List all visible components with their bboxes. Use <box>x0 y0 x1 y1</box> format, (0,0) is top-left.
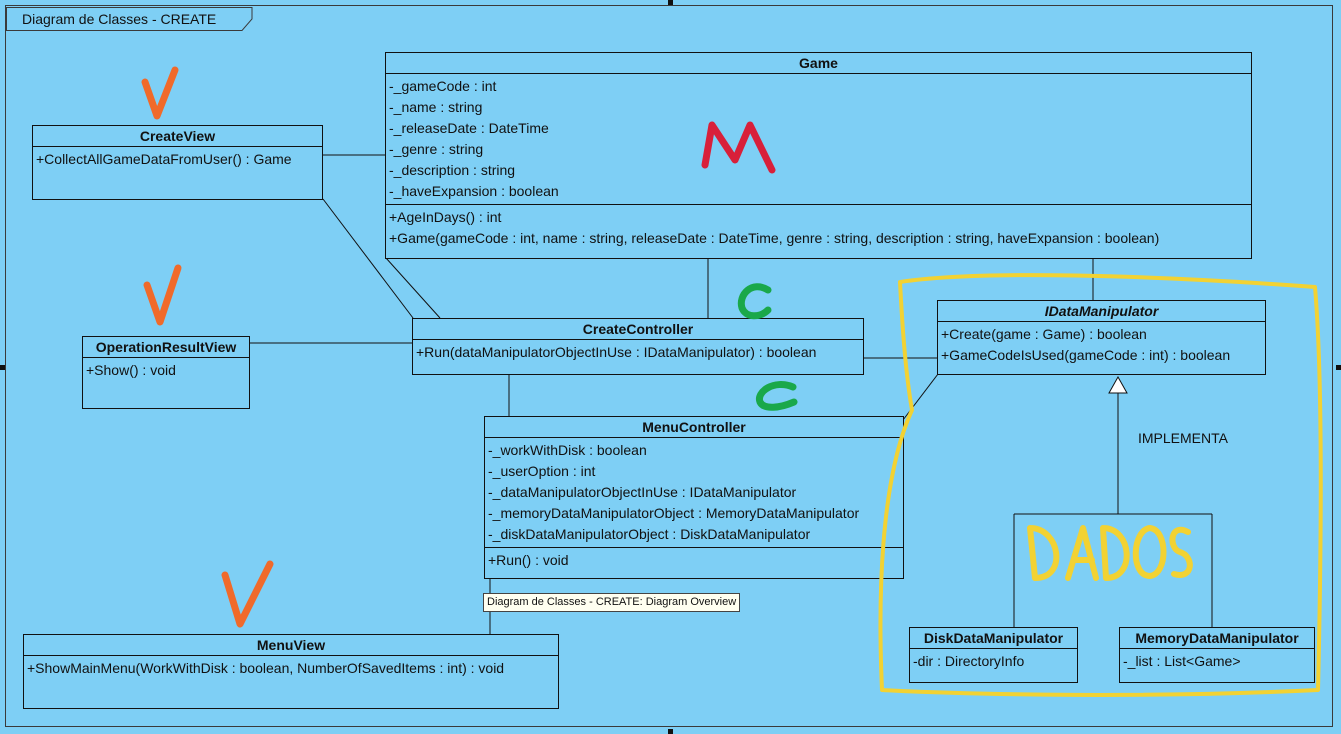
attribute-list: -_list : List<Game> <box>1120 649 1314 674</box>
class-operation-result-view[interactable]: OperationResultView +Show() : void <box>82 336 250 409</box>
class-menu-view[interactable]: MenuView +ShowMainMenu(WorkWithDisk : bo… <box>23 634 559 709</box>
attribute: -_description : string <box>389 162 516 178</box>
class-title: MemoryDataManipulator <box>1120 628 1314 649</box>
diagram-overview-tooltip: Diagram de Classes - CREATE: Diagram Ove… <box>483 593 741 612</box>
class-title: CreateView <box>33 126 322 147</box>
implementation-label: IMPLEMENTA <box>1138 430 1228 446</box>
resize-handle[interactable] <box>668 729 673 734</box>
attribute: -_haveExpansion : boolean <box>389 183 559 199</box>
model-mark <box>701 121 776 174</box>
attribute-list: -_workWithDisk : boolean -_userOption : … <box>485 438 903 548</box>
attribute: -_list : List<Game> <box>1123 653 1241 669</box>
view-mark <box>143 264 182 326</box>
class-memory-data-manipulator[interactable]: MemoryDataManipulator -_list : List<Game… <box>1119 627 1315 683</box>
controller-mark <box>756 381 798 411</box>
class-game[interactable]: Game -_gameCode : int -_name : string -_… <box>385 52 1252 259</box>
data-region-outline <box>878 273 1323 697</box>
attribute: -_name : string <box>389 99 483 115</box>
class-title: MenuView <box>24 635 558 656</box>
attribute: -_memoryDataManipulatorObject : MemoryDa… <box>488 505 860 521</box>
operation: +GameCodeIsUsed(gameCode : int) : boolea… <box>941 347 1231 363</box>
data-mark <box>1027 525 1193 581</box>
operation-list: +Run(dataManipulatorObjectInUse : IDataM… <box>413 340 863 365</box>
class-menu-controller[interactable]: MenuController -_workWithDisk : boolean … <box>484 416 904 579</box>
operation-list: +Create(game : Game) : boolean +GameCode… <box>938 322 1265 368</box>
operation-list: +AgeInDays() : int +Game(gameCode : int,… <box>386 205 1251 251</box>
operation: +CollectAllGameDataFromUser() : Game <box>36 151 292 167</box>
operation-list: +CollectAllGameDataFromUser() : Game <box>33 147 322 172</box>
operation: +Show() : void <box>86 362 176 378</box>
attribute: -_genre : string <box>389 141 484 157</box>
operation-list: +Run() : void <box>485 548 903 573</box>
attribute: -_releaseDate : DateTime <box>389 120 549 136</box>
operation: +Run() : void <box>488 552 569 568</box>
class-title: DiskDataManipulator <box>910 628 1077 649</box>
operation: +Create(game : Game) : boolean <box>941 326 1147 342</box>
resize-handle[interactable] <box>668 0 673 5</box>
resize-handle[interactable] <box>1336 365 1341 370</box>
operation: +AgeInDays() : int <box>389 209 502 225</box>
attribute: -_userOption : int <box>488 463 596 479</box>
operation: +ShowMainMenu(WorkWithDisk : boolean, Nu… <box>27 660 505 676</box>
attribute: -_dataManipulatorObjectInUse : IDataMani… <box>488 484 797 500</box>
class-create-controller[interactable]: CreateController +Run(dataManipulatorObj… <box>412 318 864 375</box>
view-mark <box>221 560 274 628</box>
diagram-frame <box>5 5 1333 727</box>
controller-mark <box>737 283 772 320</box>
operation-list: +Show() : void <box>83 358 249 383</box>
attribute-list: -_gameCode : int -_name : string -_relea… <box>386 74 1251 205</box>
class-title: OperationResultView <box>83 337 249 358</box>
attribute: -_gameCode : int <box>389 78 497 94</box>
frame-title: Diagram de Classes - CREATE <box>22 11 217 27</box>
view-mark <box>141 66 179 120</box>
operation: +Run(dataManipulatorObjectInUse : IDataM… <box>416 344 817 360</box>
class-title: IDataManipulator <box>938 301 1265 322</box>
class-title: CreateController <box>413 319 863 340</box>
attribute: -_workWithDisk : boolean <box>488 442 647 458</box>
attribute: -dir : DirectoryInfo <box>913 653 1025 669</box>
class-title: Game <box>386 53 1251 74</box>
operation: +Game(gameCode : int, name : string, rel… <box>389 230 1160 246</box>
interface-idata-manipulator[interactable]: IDataManipulator +Create(game : Game) : … <box>937 300 1266 375</box>
attribute: -_diskDataManipulatorObject : DiskDataMa… <box>488 526 811 542</box>
class-create-view[interactable]: CreateView +CollectAllGameDataFromUser()… <box>32 125 323 200</box>
class-disk-data-manipulator[interactable]: DiskDataManipulator -dir : DirectoryInfo <box>909 627 1078 683</box>
attribute-list: -dir : DirectoryInfo <box>910 649 1077 674</box>
class-title: MenuController <box>485 417 903 438</box>
frame-tab <box>6 7 253 31</box>
operation-list: +ShowMainMenu(WorkWithDisk : boolean, Nu… <box>24 656 558 681</box>
resize-handle[interactable] <box>0 365 5 370</box>
